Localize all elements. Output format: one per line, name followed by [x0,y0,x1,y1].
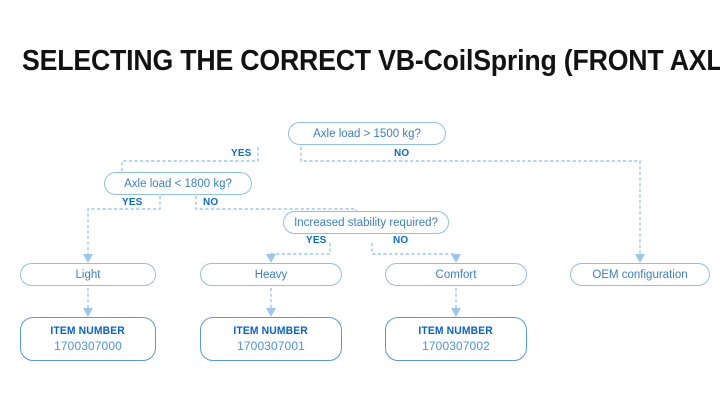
item-number-label: ITEM NUMBER [233,325,309,337]
outcome-node-comfort[interactable]: Comfort [385,263,527,286]
decision-node-axle-load-1500[interactable]: Axle load > 1500 kg? [288,122,446,145]
outcome-node-heavy[interactable]: Heavy [200,263,342,286]
branch-label-d1-yes: YES [231,147,252,159]
item-number-value: 1700307000 [54,339,122,353]
item-number-value: 1700307001 [237,339,305,353]
outcome-node-oem-configuration[interactable]: OEM configuration [570,263,710,286]
item-number-box-heavy[interactable]: ITEM NUMBER 1700307001 [200,317,342,361]
item-number-label: ITEM NUMBER [50,325,126,337]
branch-label-d2-no: NO [203,196,219,208]
branch-label-d3-yes: YES [306,234,327,246]
arrowheads [83,254,645,317]
item-number-label: ITEM NUMBER [418,325,494,337]
branch-label-d1-no: NO [394,147,410,159]
branch-label-d2-yes: YES [122,196,143,208]
decision-node-increased-stability[interactable]: Increased stability required? [283,211,449,234]
decision-node-axle-load-1800[interactable]: Axle load < 1800 kg? [104,172,252,195]
branch-label-d3-no: NO [393,234,409,246]
outcome-node-light[interactable]: Light [20,263,156,286]
page-title: SELECTING THE CORRECT VB-CoilSpring (FRO… [22,45,720,77]
item-number-value: 1700307002 [422,339,490,353]
item-number-box-comfort[interactable]: ITEM NUMBER 1700307002 [385,317,527,361]
item-number-box-light[interactable]: ITEM NUMBER 1700307000 [20,317,156,361]
